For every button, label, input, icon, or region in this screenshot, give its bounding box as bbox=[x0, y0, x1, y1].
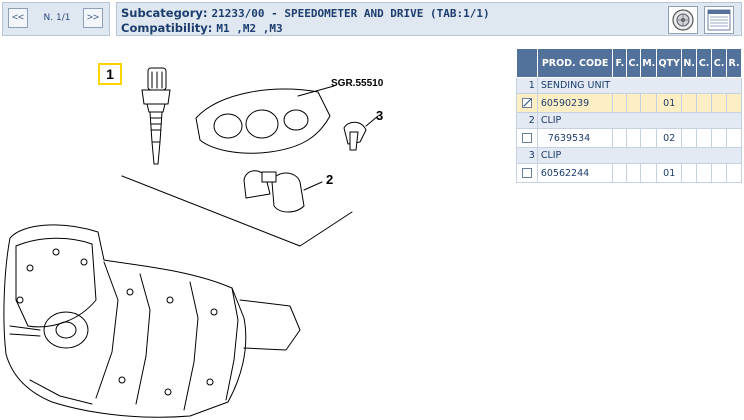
col-header-prod-code: PROD. CODE bbox=[536, 48, 614, 78]
callout-3[interactable]: 3 bbox=[376, 108, 384, 123]
transmission-drawing bbox=[3, 175, 301, 418]
col-header-c: C. bbox=[626, 48, 642, 78]
table-header-row: PROD. CODE F. C. M. QTY N. C. C. R. bbox=[516, 48, 742, 78]
col-header-f: F. bbox=[612, 48, 628, 78]
part-row-60562244[interactable]: 60562244 01 bbox=[516, 163, 742, 183]
col-header-qty: QTY bbox=[656, 48, 683, 78]
group-description: SENDING UNIT bbox=[536, 77, 743, 94]
compatibility-line: Compatibility: M1 ,M2 ,M3 bbox=[121, 21, 283, 35]
part-select-checkbox[interactable] bbox=[521, 133, 532, 143]
part-qty: 01 bbox=[656, 93, 683, 113]
group-description: CLIP bbox=[536, 112, 743, 129]
group-number: 1 bbox=[516, 77, 538, 94]
parts-list-icon bbox=[707, 9, 731, 31]
compatibility-value: M1 ,M2 ,M3 bbox=[216, 22, 283, 35]
col-header-c2: C. bbox=[696, 48, 713, 78]
wheel-icon bbox=[672, 9, 694, 31]
group-row-sending-unit: 1 SENDING UNIT bbox=[516, 77, 743, 94]
subcategory-line: Subcategory: 21233/00 - SPEEDOMETER AND … bbox=[121, 6, 490, 20]
page-navigator: << N. 1/1 >> bbox=[2, 2, 110, 36]
clip-3-drawing bbox=[343, 115, 379, 151]
compatibility-label: Compatibility: bbox=[121, 21, 213, 35]
group-description: CLIP bbox=[536, 147, 743, 164]
instrument-cluster-drawing bbox=[195, 85, 335, 154]
next-page-button[interactable]: >> bbox=[83, 8, 103, 28]
subcategory-header: Subcategory: 21233/00 - SPEEDOMETER AND … bbox=[116, 2, 742, 36]
col-header-m: M. bbox=[640, 48, 658, 78]
exploded-parts-diagram bbox=[3, 67, 379, 418]
part-select-checkbox[interactable] bbox=[521, 168, 532, 178]
part-row-60590239[interactable]: 60590239 01 bbox=[516, 93, 742, 113]
part-qty: 01 bbox=[656, 163, 683, 183]
page-indicator: N. 1/1 bbox=[43, 13, 71, 23]
callout-1-highlighted[interactable]: 1 bbox=[98, 63, 122, 85]
clip-2-drawing bbox=[243, 170, 323, 213]
part-code[interactable]: 7639534 bbox=[536, 128, 614, 148]
part-qty: 02 bbox=[656, 128, 683, 148]
parts-list-button[interactable] bbox=[704, 6, 734, 34]
sending-unit-drawing bbox=[141, 67, 171, 165]
col-header-r: R. bbox=[726, 48, 742, 78]
parts-table: PROD. CODE F. C. M. QTY N. C. C. R. 1 SE… bbox=[516, 48, 743, 183]
wheel-view-button[interactable] bbox=[668, 6, 698, 34]
part-code[interactable]: 60590239 bbox=[536, 93, 614, 113]
subcategory-value: 21233/00 - SPEEDOMETER AND DRIVE (TAB:1/… bbox=[211, 7, 490, 20]
subcategory-label: Subcategory: bbox=[121, 6, 208, 20]
group-number: 3 bbox=[516, 147, 538, 164]
col-header-select bbox=[516, 48, 538, 78]
group-row-clip: 2 CLIP bbox=[516, 112, 743, 129]
group-number: 2 bbox=[516, 112, 538, 129]
part-row-7639534[interactable]: 7639534 02 bbox=[516, 128, 742, 148]
callout-2[interactable]: 2 bbox=[326, 172, 334, 187]
part-select-checkbox[interactable] bbox=[521, 98, 532, 108]
previous-page-button[interactable]: << bbox=[8, 8, 28, 28]
diagram-reference-label: SGR.55510 bbox=[331, 78, 384, 89]
part-code[interactable]: 60562244 bbox=[536, 163, 614, 183]
col-header-c3: C. bbox=[711, 48, 728, 78]
group-row-clip-2: 3 CLIP bbox=[516, 147, 743, 164]
col-header-n: N. bbox=[681, 48, 698, 78]
